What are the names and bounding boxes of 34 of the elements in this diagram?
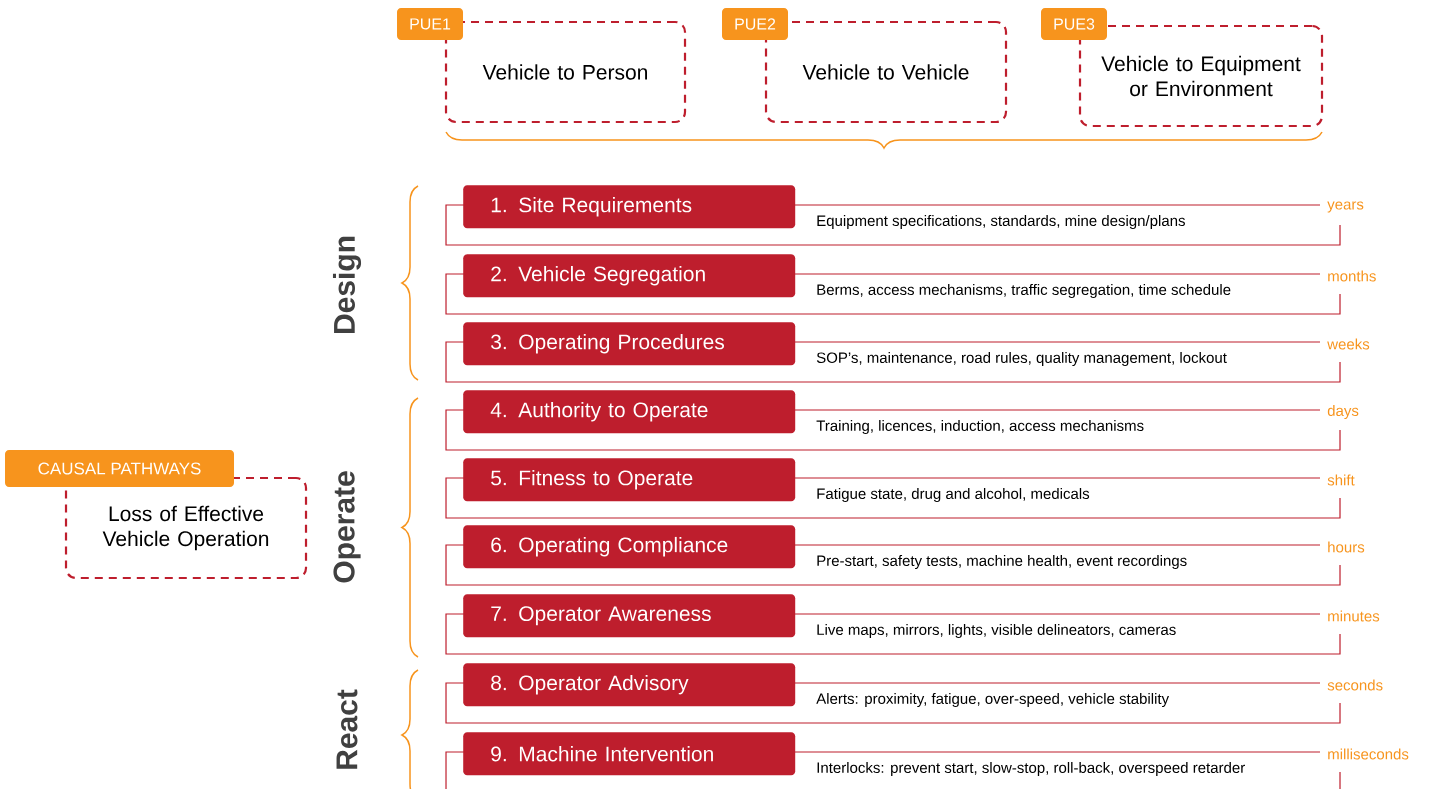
- description-text: Equipment specifications, standards, mine design/plans: [817, 215, 1185, 229]
- time-label: years: [1327, 201, 1364, 213]
- description-text: Live maps, mirrors, lights, visible delineators, cameras: [817, 624, 1176, 638]
- description-text: Fatigue state, drug and alcohol, medicals: [817, 488, 1090, 502]
- time-label: seconds: [1327, 679, 1383, 691]
- tag-label: PUE1: [397, 8, 463, 40]
- time-label: minutes: [1328, 610, 1380, 622]
- title-box: 6. Operating Compliance: [463, 525, 796, 569]
- description-text: Interlocks: prevent start, slow-stop, roll-back, overspeed retarder: [817, 762, 1245, 776]
- time-label: shift: [1327, 474, 1355, 486]
- tag-label: PUE2: [722, 8, 788, 40]
- phase-label: React: [336, 689, 358, 769]
- tag-label: CAUSAL PATHWAYS: [5, 450, 234, 487]
- time-label: months: [1328, 270, 1376, 282]
- title-box: 4. Authority to Operate: [463, 390, 796, 434]
- tag-label: PUE3: [1041, 8, 1107, 40]
- title-box: 9. Machine Intervention: [463, 732, 796, 776]
- title-box: 5. Fitness to Operate: [463, 458, 796, 502]
- title-box: 7. Operator Awareness: [463, 594, 796, 638]
- time-label: weeks: [1327, 338, 1370, 350]
- description-text: Alerts: proximity, fatigue, over-speed, vehicle stability: [816, 693, 1170, 707]
- title-box: 8. Operator Advisory: [463, 663, 796, 707]
- time-label: days: [1327, 405, 1359, 419]
- description-text: SOP’s, maintenance, road rules, quality management, lockout: [816, 352, 1227, 366]
- phase-label: Operate: [333, 471, 361, 583]
- phase-label: Design: [332, 236, 362, 333]
- time-label: milliseconds: [1328, 748, 1409, 760]
- title-box: 2. Vehicle Segregation: [463, 254, 796, 298]
- time-label: hours: [1328, 541, 1365, 553]
- title-box: 1. Site Requirements: [463, 185, 796, 229]
- title-box: 3. Operating Procedures: [463, 322, 796, 366]
- description-text: Training, licences, induction, access mechanisms: [816, 420, 1144, 434]
- description-text: Berms, access mechanisms, traffic segregation, time schedule: [817, 284, 1231, 298]
- description-text: Pre-start, safety tests, machine health, event recordings: [817, 555, 1187, 569]
